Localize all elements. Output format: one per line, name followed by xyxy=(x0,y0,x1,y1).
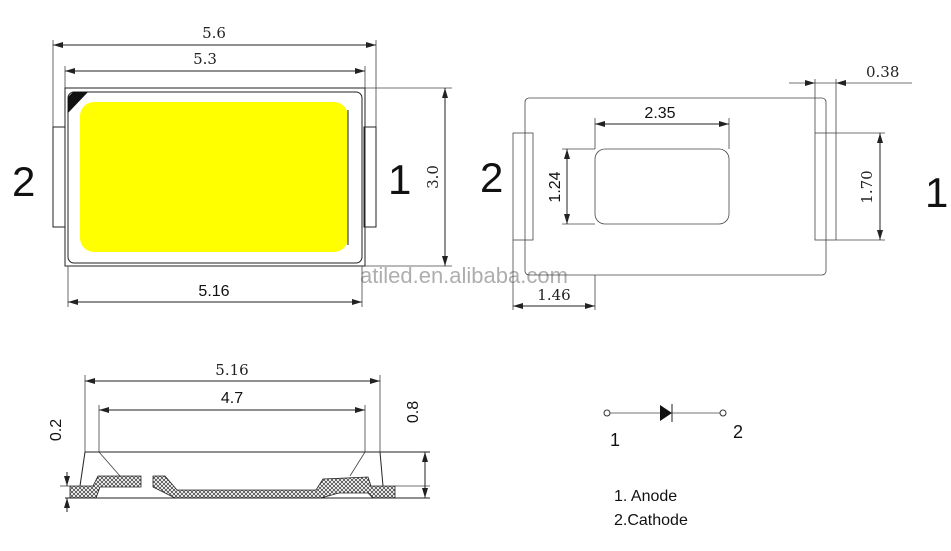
pad-left xyxy=(512,132,534,241)
pad-left xyxy=(52,126,66,228)
legend-cathode: 2.Cathode xyxy=(614,512,688,529)
dim-overall-width: 5.6 xyxy=(202,24,226,42)
legend-anode: 1. Anode xyxy=(614,488,677,505)
side-view: 5.16 4.7 0.8 0.2 xyxy=(48,361,430,512)
pad-right xyxy=(363,126,377,228)
schematic-pin-1: 1 xyxy=(610,430,620,450)
top-view: 5.6 5.3 2 1 3.0 5.16 xyxy=(12,24,452,307)
terminal-cathode xyxy=(719,409,727,417)
watermark-text: atiled.en.alibaba.com xyxy=(360,263,568,288)
schematic-pin-2: 2 xyxy=(733,422,743,442)
cavity-wall xyxy=(349,451,366,477)
pin-label-right: 1 xyxy=(388,156,411,203)
emitter-area xyxy=(80,102,348,252)
body-edge xyxy=(79,451,86,487)
dim-window-width: 2.35 xyxy=(644,105,675,122)
package-outline xyxy=(524,97,827,276)
package-body xyxy=(64,87,366,267)
dim-pad-width: 0.38 xyxy=(866,63,899,81)
dim-arrows xyxy=(805,80,846,86)
diode-schematic: 1 2 1. Anode 2.Cathode xyxy=(603,404,743,529)
thermal-window xyxy=(594,148,730,225)
dim-outer-width: 5.16 xyxy=(215,361,248,379)
dim-pad-height: 1.70 xyxy=(858,170,876,203)
dim-inner-width: 4.7 xyxy=(221,390,243,407)
pad-right xyxy=(814,132,837,241)
lead-frame-right xyxy=(152,475,396,499)
pin-label-right: 1 xyxy=(925,169,948,216)
dim-bottom-width: 5.16 xyxy=(198,283,229,300)
package-cavity xyxy=(67,91,363,264)
pad-view: 2.35 1.24 1.70 0.38 1.46 2 1 xyxy=(480,63,948,310)
dim-height: 0.8 xyxy=(405,401,422,423)
polarity-mark xyxy=(68,92,88,113)
dim-pad-offset: 1.46 xyxy=(537,286,570,304)
dim-body-width: 5.3 xyxy=(193,50,217,68)
terminal-anode xyxy=(603,409,611,417)
body-edge xyxy=(379,451,384,487)
diode-triangle-icon xyxy=(660,405,672,421)
pin-label-left: 2 xyxy=(12,158,35,205)
dim-lead-thickness: 0.2 xyxy=(48,419,65,441)
cavity-wall xyxy=(98,451,121,477)
dim-window-height: 1.24 xyxy=(547,171,564,202)
dim-height: 3.0 xyxy=(424,165,442,189)
pin-label-left: 2 xyxy=(480,154,503,201)
